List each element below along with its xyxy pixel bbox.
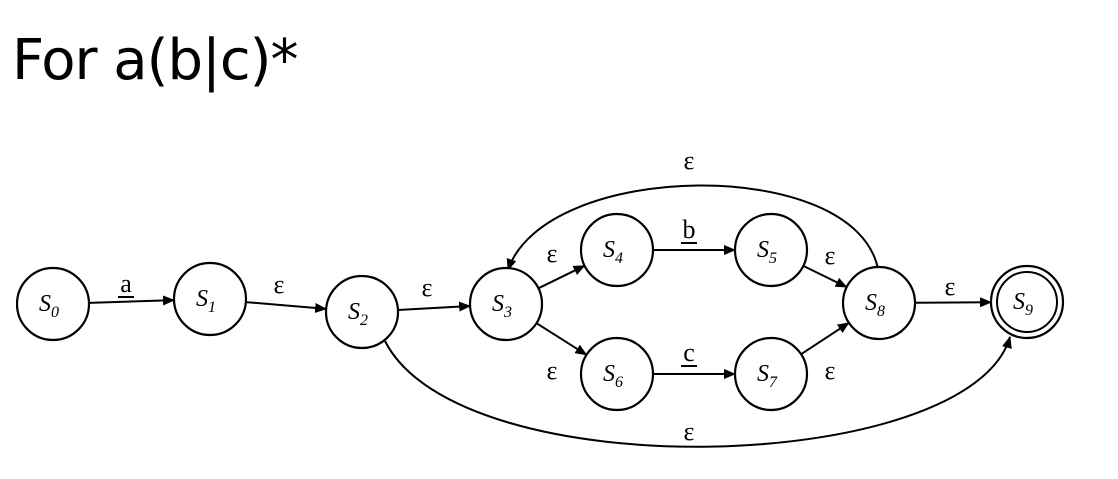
state-s7: S7 — [733, 336, 809, 412]
state-s8: S8 — [841, 265, 917, 341]
state-label-s7: S7 — [757, 361, 778, 391]
state-circle-s9 — [989, 264, 1065, 340]
edge-label-s1-s2: ε — [274, 270, 285, 299]
state-s2: S2 — [324, 274, 400, 350]
edge-s3-s6 — [535, 322, 588, 356]
edge-s2-s3 — [397, 301, 472, 312]
edge-s2-s9 — [384, 336, 1012, 448]
state-s4: S4 — [579, 212, 655, 288]
state-circle-s5 — [733, 212, 809, 288]
edge-s1-s2 — [245, 301, 328, 313]
state-circle-s3 — [468, 266, 544, 342]
state-s6: S6 — [579, 336, 655, 412]
state-label-s6: S6 — [603, 361, 623, 391]
edge-s0-s1 — [88, 295, 175, 306]
state-label-s4: S4 — [603, 237, 623, 267]
page-title: For a(b|c)* — [12, 28, 299, 93]
edge-label-s3-s4: ε — [547, 239, 558, 268]
state-circle-s6 — [579, 336, 655, 412]
edge-label-s8-s3: ε — [684, 146, 695, 175]
state-label-s9: S9 — [1013, 289, 1033, 319]
state-s0: S0 — [15, 266, 91, 342]
edge-label-s7-s8: ε — [825, 356, 836, 385]
state-label-s2: S2 — [348, 299, 368, 329]
state-circle-s4 — [579, 212, 655, 288]
edge-label-s8-s9: ε — [945, 272, 956, 301]
state-circle-s7 — [733, 336, 809, 412]
state-s9: S9 — [989, 264, 1065, 340]
edge-s5-s8 — [802, 265, 848, 288]
edge-s8-s9 — [914, 297, 992, 308]
edge-s8-s3 — [506, 184, 879, 271]
state-label-s0: S0 — [39, 291, 59, 321]
edge-label-s4-s5: b — [683, 215, 696, 244]
edge-label-s0-s1: a — [120, 269, 132, 298]
state-circle-s2 — [324, 274, 400, 350]
state-label-s8: S8 — [865, 290, 885, 320]
edge-label-s3-s6: ε — [547, 356, 558, 385]
state-s1: S1 — [172, 261, 248, 337]
state-s3: S3 — [468, 266, 544, 342]
state-circle-s8 — [841, 265, 917, 341]
edge-s7-s8 — [800, 321, 850, 356]
edge-s3-s4 — [537, 264, 586, 290]
state-s5: S5 — [733, 212, 809, 288]
state-label-s1: S1 — [196, 286, 216, 316]
edge-label-s2-s3: ε — [422, 273, 433, 302]
state-circle-s1 — [172, 261, 248, 337]
edge-label-s6-s7: c — [683, 338, 695, 367]
state-circle-s0 — [15, 266, 91, 342]
edge-label-s5-s8: ε — [825, 241, 836, 270]
accepting-ring-s9 — [996, 271, 1058, 333]
state-label-s5: S5 — [757, 237, 777, 267]
edge-label-s2-s9: ε — [684, 417, 695, 446]
state-label-s3: S3 — [492, 291, 512, 321]
